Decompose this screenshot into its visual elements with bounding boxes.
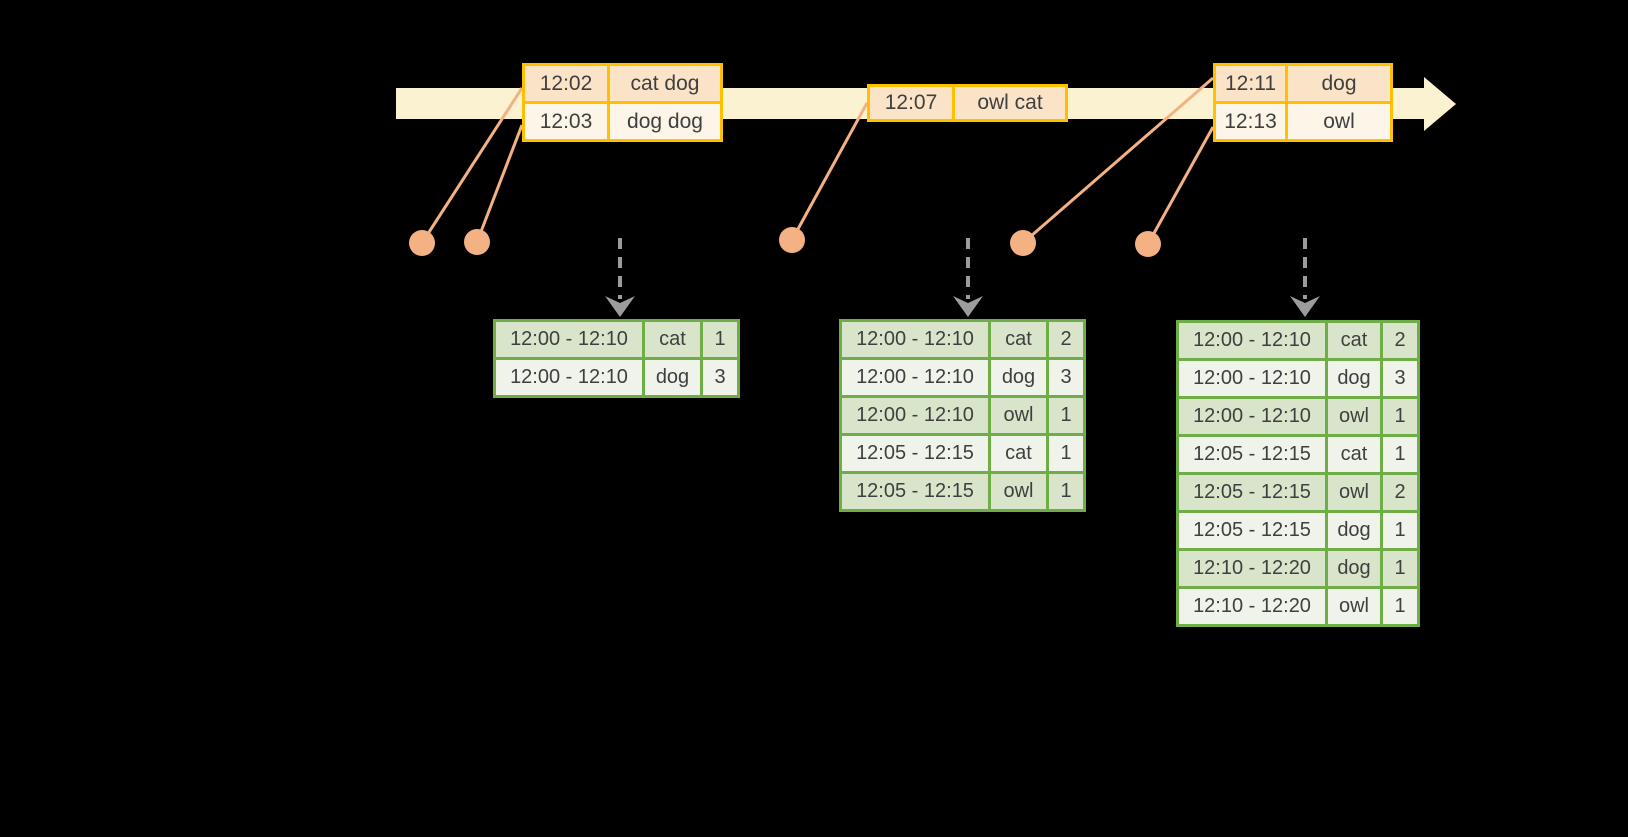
count-cell: 1 <box>703 322 737 357</box>
event-time-arrowhead <box>1424 77 1456 131</box>
event-box: 12:07 owl cat <box>867 84 1068 122</box>
trigger-arrowhead <box>1290 296 1320 317</box>
count-cell: 1 <box>1383 513 1417 548</box>
word-cell: owl <box>991 474 1046 509</box>
count-cell: 1 <box>1383 551 1417 586</box>
window-cell: 12:05 - 12:15 <box>1179 437 1325 472</box>
event-words-cell: owl <box>1288 104 1390 139</box>
event-connector-line <box>790 102 869 241</box>
word-cell: cat <box>1328 323 1380 358</box>
word-cell: owl <box>1328 399 1380 434</box>
event-connector-line <box>475 124 524 243</box>
window-cell: 12:00 - 12:10 <box>842 322 988 357</box>
event-words-cell: owl cat <box>955 87 1065 119</box>
event-box: 12:11 dog 12:13 owl <box>1213 63 1393 142</box>
word-cell: owl <box>1328 475 1380 510</box>
window-cell: 12:10 - 12:20 <box>1179 551 1325 586</box>
event-box: 12:02 cat dog 12:03 dog dog <box>522 63 723 142</box>
window-cell: 12:00 - 12:10 <box>1179 399 1325 434</box>
result-table: 12:00 - 12:10 cat 1 12:00 - 12:10 dog 3 <box>493 319 740 398</box>
window-cell: 12:10 - 12:20 <box>1179 589 1325 624</box>
trigger-arrowhead <box>605 296 635 317</box>
word-cell: owl <box>991 398 1046 433</box>
window-cell: 12:05 - 12:15 <box>1179 475 1325 510</box>
event-time-cell: 12:13 <box>1216 104 1285 139</box>
word-cell: owl <box>1328 589 1380 624</box>
event-marker-dot <box>409 230 435 256</box>
count-cell: 3 <box>703 360 737 395</box>
window-cell: 12:00 - 12:10 <box>1179 323 1325 358</box>
event-time-cell: 12:02 <box>525 66 607 101</box>
count-cell: 1 <box>1383 399 1417 434</box>
event-time-cell: 12:07 <box>870 87 952 119</box>
result-table: 12:00 - 12:10 cat 2 12:00 - 12:10 dog 3 … <box>839 319 1086 512</box>
event-time-cell: 12:11 <box>1216 66 1285 101</box>
word-cell: dog <box>1328 513 1380 548</box>
event-connector-line <box>1146 126 1215 245</box>
event-marker-dot <box>779 227 805 253</box>
word-cell: cat <box>991 436 1046 471</box>
window-cell: 12:05 - 12:15 <box>1179 513 1325 548</box>
count-cell: 1 <box>1383 437 1417 472</box>
window-cell: 12:05 - 12:15 <box>842 436 988 471</box>
count-cell: 3 <box>1049 360 1083 395</box>
window-cell: 12:00 - 12:10 <box>842 398 988 433</box>
event-marker-dot <box>1135 231 1161 257</box>
word-cell: dog <box>1328 551 1380 586</box>
trigger-arrowhead <box>953 296 983 317</box>
event-time-cell: 12:03 <box>525 104 607 139</box>
result-table: 12:00 - 12:10 cat 2 12:00 - 12:10 dog 3 … <box>1176 320 1420 627</box>
word-cell: cat <box>645 322 700 357</box>
count-cell: 2 <box>1383 475 1417 510</box>
word-cell: dog <box>645 360 700 395</box>
window-cell: 12:00 - 12:10 <box>496 360 642 395</box>
event-marker-dot <box>464 229 490 255</box>
count-cell: 3 <box>1383 361 1417 396</box>
event-marker-dot <box>1010 230 1036 256</box>
window-cell: 12:05 - 12:15 <box>842 474 988 509</box>
word-cell: cat <box>1328 437 1380 472</box>
count-cell: 1 <box>1049 436 1083 471</box>
event-words-cell: dog <box>1288 66 1390 101</box>
window-cell: 12:00 - 12:10 <box>496 322 642 357</box>
event-words-cell: dog dog <box>610 104 720 139</box>
word-cell: dog <box>1328 361 1380 396</box>
count-cell: 1 <box>1049 474 1083 509</box>
count-cell: 1 <box>1049 398 1083 433</box>
word-cell: cat <box>991 322 1046 357</box>
window-cell: 12:00 - 12:10 <box>842 360 988 395</box>
count-cell: 1 <box>1383 589 1417 624</box>
event-words-cell: cat dog <box>610 66 720 101</box>
word-cell: dog <box>991 360 1046 395</box>
window-cell: 12:00 - 12:10 <box>1179 361 1325 396</box>
count-cell: 2 <box>1049 322 1083 357</box>
count-cell: 2 <box>1383 323 1417 358</box>
